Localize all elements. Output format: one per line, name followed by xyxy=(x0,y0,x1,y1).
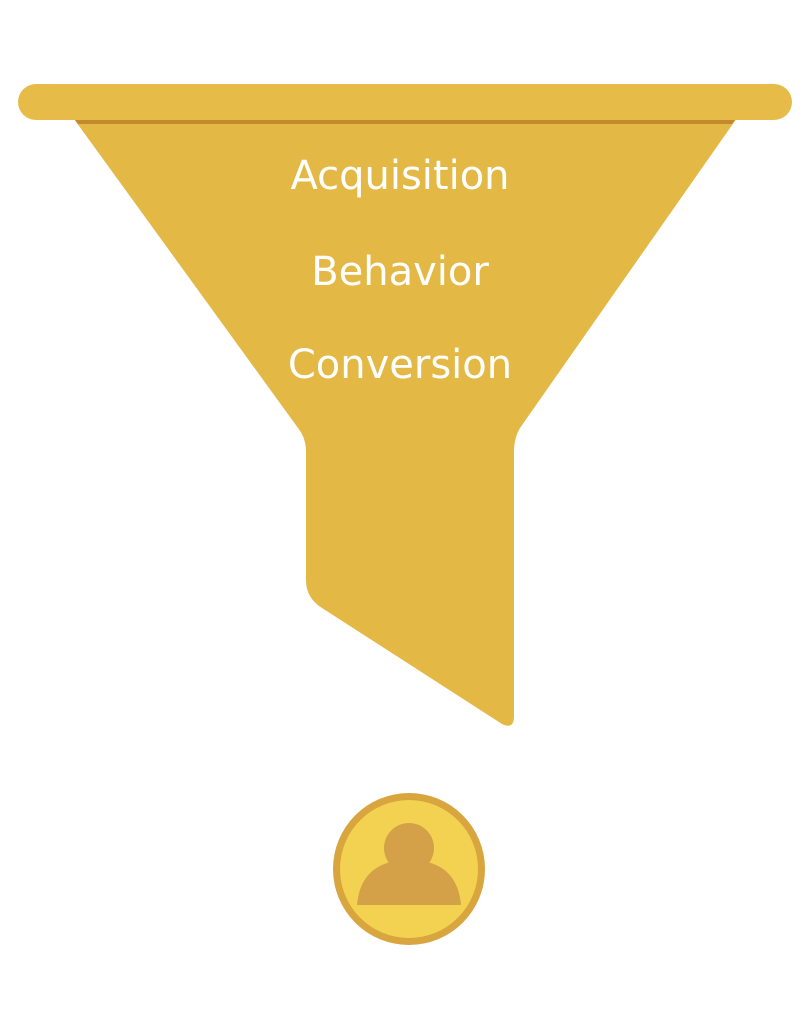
user-badge xyxy=(333,793,485,945)
stage-label-behavior: Behavior xyxy=(311,249,489,295)
funnel-rim xyxy=(18,84,792,120)
user-icon xyxy=(357,823,461,905)
stage-label-conversion: Conversion xyxy=(287,342,513,388)
funnel-body xyxy=(66,108,744,726)
stage-label-acquisition: Acquisition xyxy=(290,153,510,199)
